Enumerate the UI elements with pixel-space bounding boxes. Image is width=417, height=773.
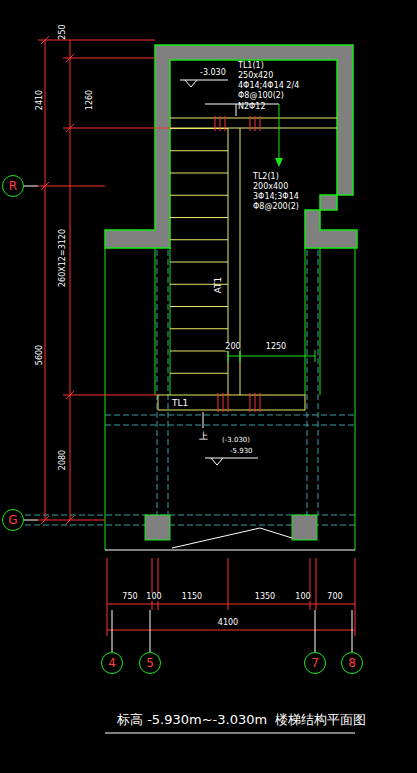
annotation-text: 4Φ14;4Φ14 2/4: [238, 82, 299, 90]
annotation-text: 上: [199, 432, 208, 441]
dimension-line: [38, 36, 170, 524]
stair-treads: [170, 128, 228, 395]
grid-axis-circle: 7: [304, 652, 326, 674]
rebar-tick: [215, 116, 260, 412]
title-underline: [105, 733, 355, 734]
annotation-text: 1350: [255, 593, 275, 601]
wall-edge: [105, 248, 355, 550]
drawing-title: 楼梯结构平面图: [275, 713, 366, 726]
annotation-text: 100: [295, 593, 310, 601]
grid-line: [24, 186, 352, 652]
grid-axis-label: R: [9, 180, 17, 192]
grid-axis-label: 7: [311, 657, 319, 669]
grid-axis-label: 4: [108, 657, 116, 669]
annotation-text: 250x420: [238, 72, 273, 80]
dimension-line: [228, 350, 315, 362]
column: [145, 515, 317, 540]
annotation-text: -5.930: [230, 448, 253, 455]
annotation-text: 200: [225, 343, 240, 351]
dimension-text: 2410: [36, 90, 44, 110]
annotation-text: 标高 -5.930m~-3.030m: [117, 713, 267, 726]
wall: [105, 45, 357, 248]
grid-axis-label: G: [8, 514, 17, 526]
dimension-line: [107, 558, 355, 636]
annotation-text: 1250: [266, 343, 286, 351]
dimension-text: 1260: [86, 90, 94, 110]
dimension-text: 5600: [36, 345, 44, 365]
leader-line: [203, 104, 279, 428]
annotation-text: Φ8@200(2): [253, 203, 299, 211]
grid-axis-circle: 8: [341, 652, 363, 674]
grid-axis-label: 5: [146, 657, 154, 669]
annotation-text: TL2(1): [253, 173, 279, 181]
annotation-text: (-3.030): [222, 437, 250, 444]
grid-axis-circle: R: [2, 175, 24, 197]
annotation-text: TL1: [172, 399, 188, 408]
stair-line: [158, 118, 337, 410]
elevation-mark: [180, 80, 258, 465]
grid-axis-circle: 4: [101, 652, 123, 674]
dimension-text: 260X12=3120: [59, 229, 67, 287]
annotation-text: Φ8@100(2): [238, 92, 284, 100]
annotation-text: 4100: [218, 619, 238, 627]
annotation-text: TL1(1): [238, 62, 264, 70]
grid-axis-label: 8: [348, 657, 356, 669]
annotation-text: 3Φ14;3Φ14: [253, 193, 299, 201]
grid-axis-circle: G: [2, 509, 24, 531]
leader-line: [279, 104, 280, 160]
annotation-text: 750: [122, 593, 137, 601]
outline: [105, 528, 355, 550]
dimension-text: 250: [59, 24, 67, 39]
annotation-text: 1150: [182, 593, 202, 601]
annotation-text: N2Φ12: [238, 103, 266, 111]
grid-axis-circle: 5: [139, 652, 161, 674]
annotation-text: 200x400: [253, 183, 288, 191]
annotation-text: 700: [327, 593, 342, 601]
annotation-text: 100: [146, 593, 161, 601]
dimension-text: AT1: [214, 277, 223, 294]
arrowhead: [275, 158, 283, 167]
annotation-text: -3.030: [200, 69, 226, 77]
dimension-text: 2080: [59, 450, 67, 470]
